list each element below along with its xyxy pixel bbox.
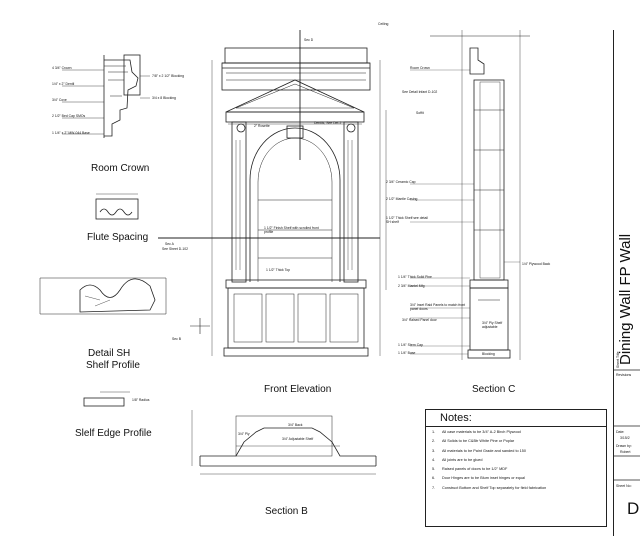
note-item: 7.Construct Bottom and Shelf Top separat…	[432, 485, 547, 490]
crown-callout: 4 3/4" Crown	[52, 66, 72, 70]
notes-divider	[426, 426, 606, 427]
drawn-by-value: Robert	[620, 450, 631, 454]
section-c-callout: 1 1/4" Base	[398, 351, 416, 355]
note-item: 1.All case materials to be 3/4" A-2 Birc…	[432, 430, 521, 434]
crown-callout: 1 1/4" x 2" MW-044 Base	[52, 131, 90, 135]
edge-profile-callout: 1/8" Radius	[132, 398, 150, 402]
view-title-detail-sh: Detail SH	[88, 348, 131, 359]
section-b-callout: 3/4" Adjustable Shelf	[282, 437, 314, 441]
note-item: 6.Door Hinges are to be Blum inset hinge…	[432, 476, 525, 481]
date-value: 3/15/2	[620, 436, 630, 440]
title-block	[613, 30, 640, 536]
detail-sh-shelf-profile	[39, 277, 167, 315]
section-c-callout: 1 1/4" Thick Solid Pine	[398, 275, 432, 279]
title-block-grid	[614, 369, 640, 481]
crown-callout: 3/4" Cove	[52, 98, 67, 102]
flute-spacing-detail	[95, 193, 139, 220]
section-c-callout: 1/4" Plywood Back	[522, 262, 551, 266]
section-c-callout: Ceiling	[378, 22, 389, 26]
section-c-callout: See Detail Infant D-102	[402, 90, 438, 94]
note-item: 2.All Solids to be C&Btr White Pine or P…	[432, 439, 515, 444]
elevation-callout: 1 1/2" Thick Top	[266, 268, 291, 272]
note-item: 3.All materials to be Paint Grade and sa…	[432, 448, 527, 453]
section-c-callout: Soffit	[416, 111, 424, 115]
view-title-front-elevation: Front Elevation	[264, 384, 332, 395]
elevation-callout: Sec B	[172, 337, 182, 341]
section-c-callout: 3/4" Ply Shelf adjustable	[482, 321, 503, 329]
section-c-callout: 1 1/4" Stern Cap	[398, 343, 423, 347]
elevation-callout: 2" Rosette	[254, 124, 270, 128]
sheet-title-label: Sheet Title	[616, 351, 620, 368]
elevation-callout: Sec A	[165, 242, 174, 246]
notes-box: Notes: 1.All case materials to be 3/4" A…	[425, 409, 607, 527]
section-c	[410, 30, 530, 360]
crown-callout: 7/8" x 2 1/2" Blocking	[152, 74, 184, 78]
sheet-no-label: Sheet No:	[616, 484, 632, 488]
crown-callout: 3/4 x 8 Blocking	[152, 96, 176, 100]
drawn-by-label: Drawn by:	[616, 444, 632, 448]
note-item: 5.Raised panels of doors to be 1/2" MDF	[432, 467, 508, 472]
section-b	[191, 410, 377, 475]
notes-title: Notes:	[440, 412, 472, 424]
view-title-shelf-edge-profile: Slelf Edge Profile	[75, 428, 152, 439]
revisions-label: Revisions	[616, 373, 632, 377]
note-item: 4.All joints are to be glued	[432, 457, 483, 462]
elevation-callout: Sec D	[304, 38, 314, 42]
elevation-callout: Dentils, See Det.2	[314, 121, 342, 125]
section-b-callout: 3/4" Ply	[238, 432, 250, 436]
section-c-callout: 2 1/2" Mantle Casing	[386, 197, 418, 201]
date-label: Date:	[616, 430, 625, 434]
section-c-callout: 3/4" Inset Raid Panels to match front pa…	[410, 303, 466, 311]
view-title-section-c: Section C	[472, 384, 516, 395]
section-c-callout: Blocking	[482, 352, 495, 356]
front-elevation	[158, 30, 387, 357]
section-c-callout: Room Crown	[410, 66, 430, 70]
notes-list: 1.All case materials to be 3/4" A-2 Birc…	[432, 430, 604, 495]
room-crown-detail	[62, 54, 150, 138]
section-c-callout: 2 3/4" Mantel Mfg	[398, 284, 425, 288]
crown-callout: 2 1/2" Bed Cap SMOs	[52, 114, 86, 118]
view-title-shelf-profile: Shelf Profile	[86, 360, 140, 371]
elevation-callout: 1 1/2" Finish Shelf with scrolled front …	[264, 226, 319, 234]
view-title-section-b: Section B	[265, 506, 308, 517]
elevation-callout: See Sheet D-102	[162, 247, 189, 251]
section-c-callout: 3/4" Raised Panel door	[402, 318, 437, 322]
section-b-callout: 3/4" Back	[288, 423, 303, 427]
view-title-room-crown: Room Crown	[91, 163, 150, 174]
section-c-callout: 2 3/4" Ceramic Cap	[386, 180, 416, 184]
view-title-flute-spacing: Flute Spacing	[87, 232, 149, 243]
shelf-edge-profile-detail	[83, 391, 130, 407]
crown-callout: 1/4" x 2" Dentil	[52, 82, 75, 86]
drawing-title: Dining Wall FP Wall	[617, 233, 634, 365]
section-c-callout: 1 1/2" Thick Shelf see detail SH shelf	[386, 216, 428, 224]
sheet-number: D	[627, 499, 640, 518]
